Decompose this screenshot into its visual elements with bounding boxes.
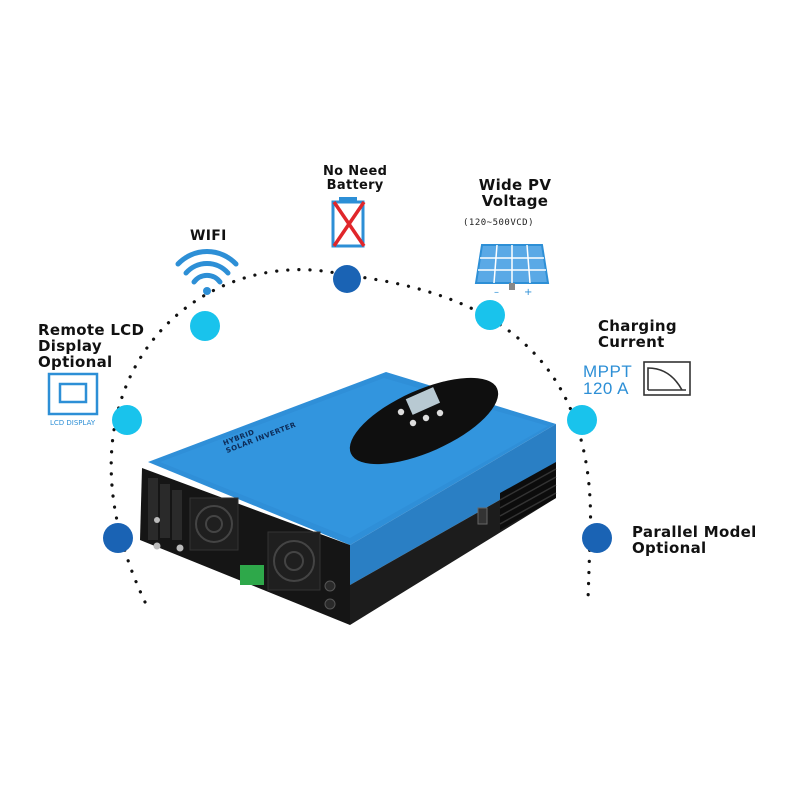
- node-pv: [475, 300, 505, 330]
- panel-button-1: [397, 408, 405, 416]
- pv-range: (120~500VCD): [463, 218, 535, 228]
- cable-gland-2: [324, 598, 336, 610]
- parallel-label: Parallel Model Optional: [632, 524, 757, 556]
- power-switch: [477, 507, 488, 525]
- wifi-label: WIFI: [190, 228, 227, 244]
- pv-label: Wide PV Voltage: [478, 177, 552, 209]
- node-wifi: [190, 311, 220, 341]
- pv-label-line1: Wide PV: [478, 176, 552, 194]
- cooling-fan-2: [267, 531, 321, 591]
- parallel-label-line2: Optional: [632, 539, 707, 557]
- lcd-label-line3: Optional: [38, 353, 113, 371]
- lcd-caption: LCD DISPLAY: [50, 419, 96, 427]
- panel-button-2: [409, 419, 417, 427]
- lcd-screen: [405, 387, 441, 415]
- battery-label: No Need Battery: [323, 165, 387, 193]
- green-connector: [240, 565, 264, 585]
- inverter-device: [140, 372, 557, 625]
- wifi-icon: [175, 249, 239, 295]
- node-parallel: [582, 523, 612, 553]
- mppt-curve-icon: [643, 361, 691, 396]
- mppt-text: MPPT 120 A: [583, 363, 632, 397]
- inverter-right-side: [350, 424, 556, 585]
- svg-text:+: +: [524, 287, 532, 298]
- parallel-label-line1: Parallel Model: [632, 523, 757, 541]
- node-battery: [333, 265, 361, 293]
- node-parallel-left: [103, 523, 133, 553]
- panel-button-3: [422, 414, 430, 422]
- charging-label-line2: Current: [598, 333, 665, 351]
- lcd-label: Remote LCD Display Optional: [38, 322, 144, 370]
- node-charging: [567, 405, 597, 435]
- heat-sink: [499, 462, 557, 530]
- charging-label-line1: Charging: [598, 317, 677, 335]
- crossed-battery-icon: [331, 197, 366, 248]
- solar-panel-icon: – +: [474, 244, 550, 298]
- control-panel: [349, 377, 499, 465]
- lcd-display-icon: [47, 372, 99, 416]
- lcd-label-line1: Remote LCD: [38, 321, 145, 339]
- cable-gland-1: [324, 580, 336, 592]
- mppt-line1: MPPT: [583, 362, 633, 381]
- pv-label-line2: Voltage: [481, 192, 549, 210]
- cooling-fan-1: [189, 497, 239, 551]
- battery-label-line2: Battery: [326, 178, 384, 193]
- battery-label-line1: No Need: [323, 164, 388, 179]
- terminal-block: [148, 478, 184, 552]
- panel-button-4: [436, 409, 444, 417]
- lcd-label-line2: Display: [38, 337, 102, 355]
- svg-text:–: –: [494, 287, 499, 298]
- node-lcd: [112, 405, 142, 435]
- mppt-line2: 120 A: [583, 379, 629, 398]
- charging-label: Charging Current: [598, 318, 677, 350]
